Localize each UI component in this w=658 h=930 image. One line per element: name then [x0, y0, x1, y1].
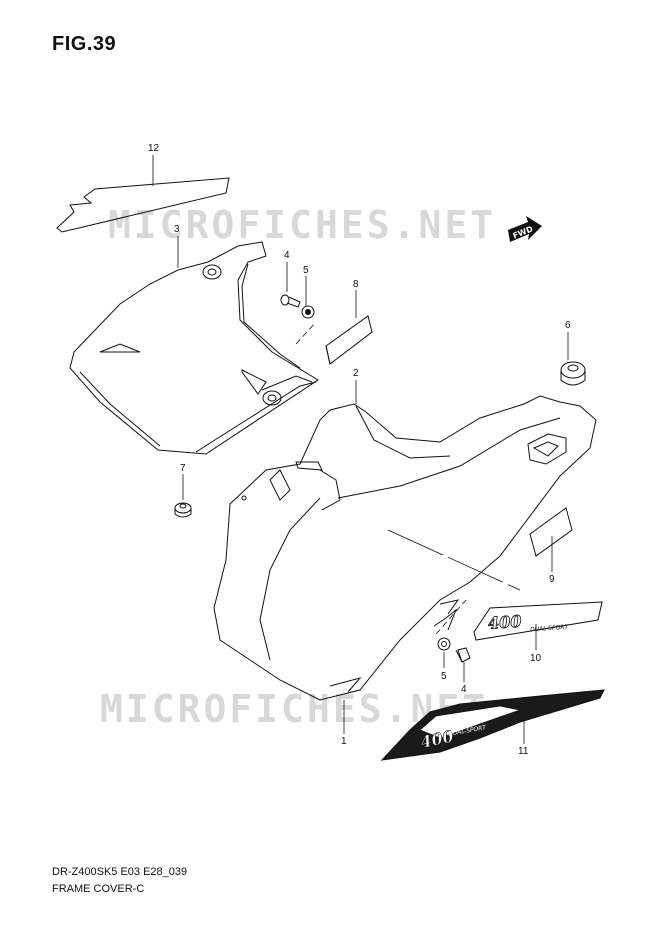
callout-8: 8: [353, 279, 359, 290]
fwd-arrow-label: FWD: [511, 224, 534, 240]
figure-title: FIG.39: [52, 33, 117, 55]
part-12-decal: [56, 177, 230, 233]
part-10-emblem: 400 DUAL-SPORT: [473, 601, 603, 641]
fwd-arrow: FWD: [508, 216, 542, 242]
emblem-sub-text: DUAL-SPORT: [530, 624, 570, 634]
callout-4-lower: 4: [461, 684, 467, 695]
part-4-bolt-upper: [280, 294, 301, 308]
callout-2: 2: [353, 368, 359, 379]
part-5-washer-lower: [437, 637, 451, 651]
emblem-main-text: 400: [487, 612, 522, 633]
part-3-left-cover: [69, 241, 319, 455]
callout-10: 10: [530, 653, 542, 664]
part-6-grommet: [560, 361, 586, 386]
part-7-grommet: [174, 502, 192, 518]
callout-1: 1: [341, 736, 347, 747]
watermark-top: MICROFICHES.NET: [108, 203, 496, 247]
part-5-washer-upper: [301, 305, 315, 319]
callout-9: 9: [549, 574, 555, 585]
callout-6: 6: [565, 320, 571, 331]
callout-3: 3: [174, 224, 180, 235]
callout-5-lower: 5: [441, 671, 447, 682]
callout-11: 11: [518, 746, 529, 757]
model-code: DR-Z400SK5 E03 E28_039: [52, 866, 188, 878]
callout-7: 7: [180, 463, 186, 474]
figure-name: FRAME COVER-C: [52, 883, 145, 895]
callout-4-upper: 4: [284, 250, 290, 261]
part-4-bolt-lower: [455, 647, 471, 663]
part-11-large-decal: 400 DUAL-SPORT: [380, 689, 605, 761]
callout-5-upper: 5: [303, 265, 309, 276]
callout-12: 12: [148, 143, 160, 154]
callout-labels: 12 3 4 5 8 6 2 7 9 10 5 4 1 11: [148, 143, 571, 757]
part-9-pad: [529, 507, 573, 557]
leader-lines: [152, 155, 569, 744]
part-8-pad: [325, 315, 373, 365]
part-2-frame-cover: [213, 395, 597, 701]
